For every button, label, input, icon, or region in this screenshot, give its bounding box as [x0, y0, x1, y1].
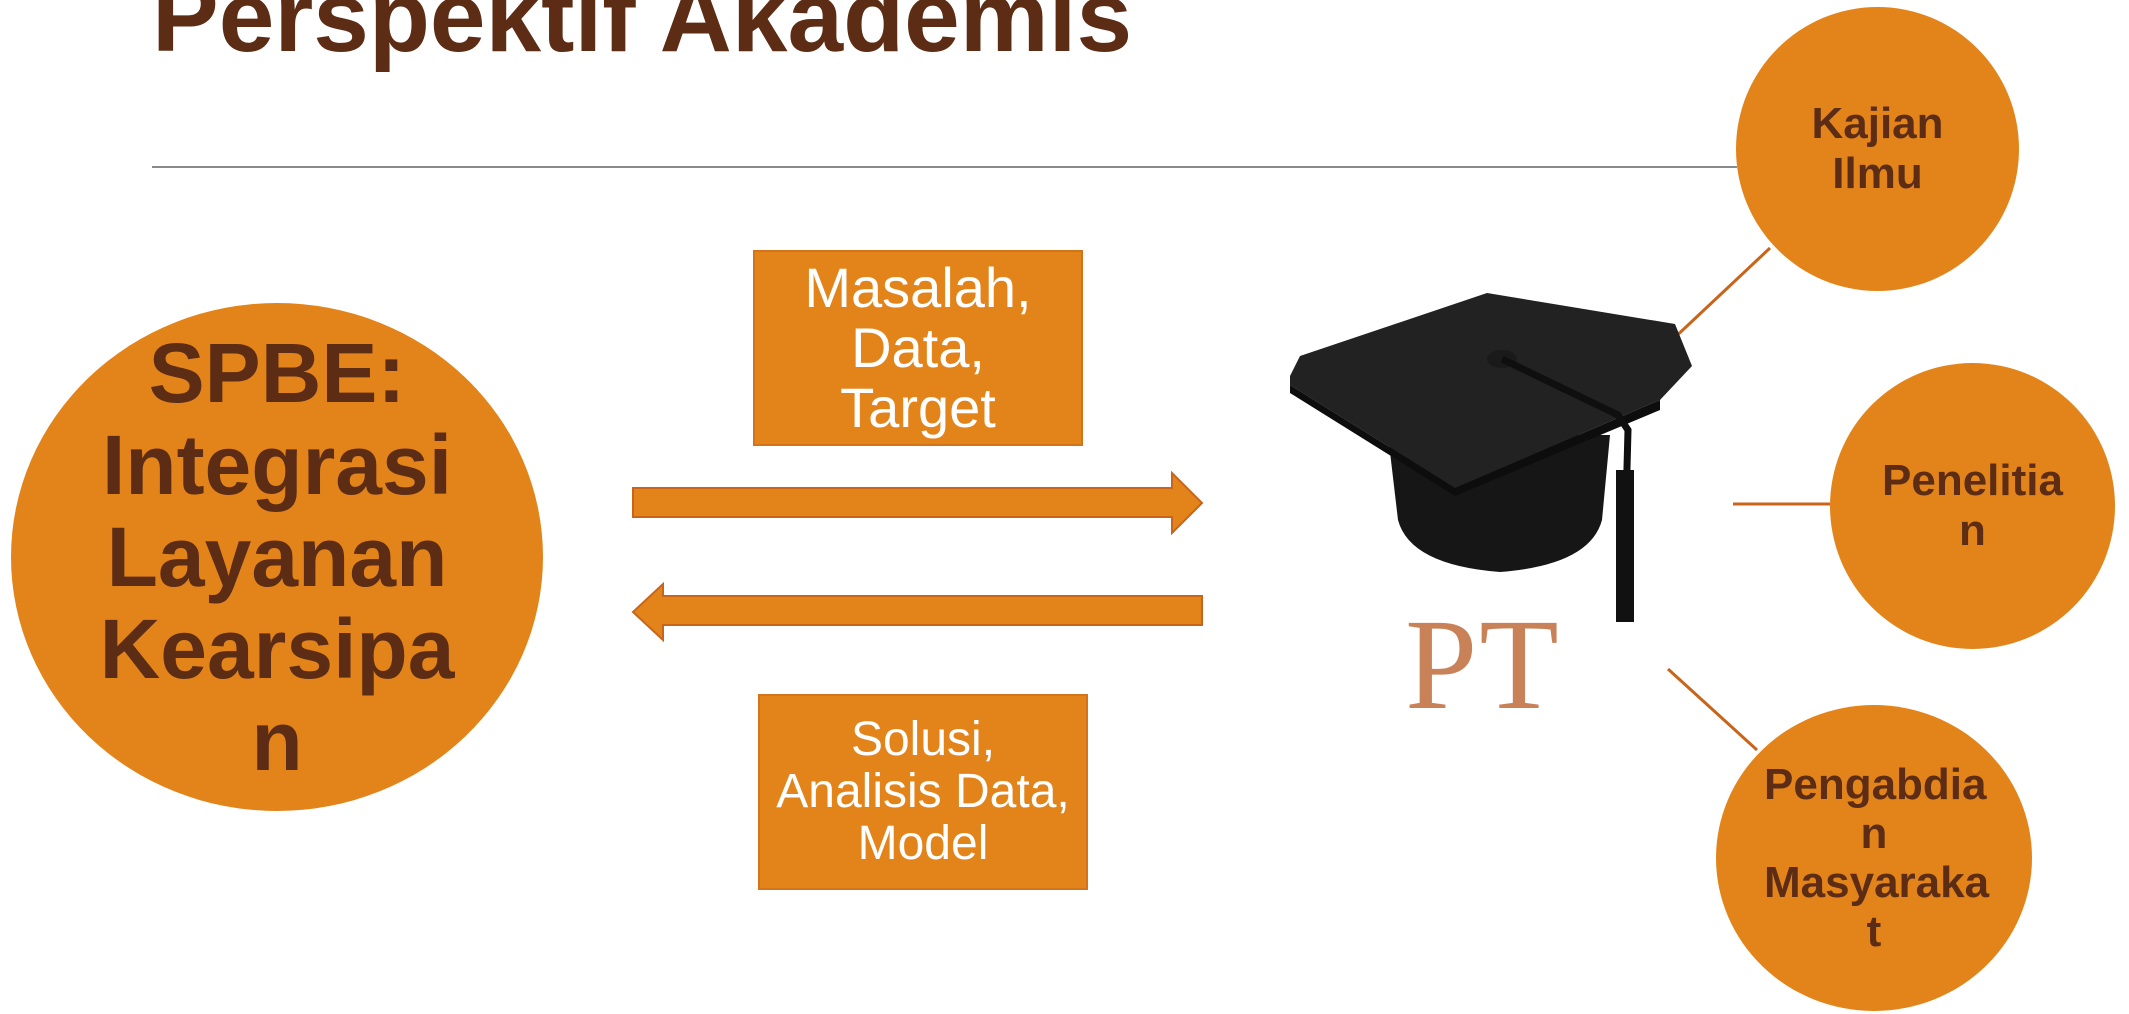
output-box-label: Solusi, Analisis Data, Model [776, 713, 1070, 870]
penelitian-label: Penelitia n [1882, 456, 2063, 555]
kajian-ilmu-circle: Kajian Ilmu [1736, 7, 2019, 291]
connector-kajian [1668, 246, 1772, 344]
pengabdian-masyarakat-circle: Pengabdia n Masyaraka t [1716, 705, 2032, 1011]
graduation-cap-icon [1290, 293, 1692, 622]
input-box: Masalah, Data, Target [753, 250, 1083, 446]
title-divider [152, 166, 1737, 168]
spbe-circle: SPBE: Integrasi Layanan Kearsipa n [11, 303, 543, 811]
pt-label: PT [1405, 593, 1561, 737]
pengabdian-masyarakat-label: Pengabdia n Masyaraka t [1764, 760, 1990, 956]
arrow-left-icon [631, 581, 1203, 643]
spbe-circle-label: SPBE: Integrasi Layanan Kearsipa n [99, 326, 455, 788]
input-box-label: Masalah, Data, Target [804, 256, 1032, 439]
arrow-right-icon [632, 470, 1204, 536]
connector-pengabdian [1666, 667, 1759, 752]
output-box: Solusi, Analisis Data, Model [758, 694, 1088, 890]
penelitian-circle: Penelitia n [1830, 363, 2115, 649]
kajian-ilmu-label: Kajian Ilmu [1811, 99, 1944, 198]
slide-title: Perspektif Akademis [152, 0, 1133, 73]
